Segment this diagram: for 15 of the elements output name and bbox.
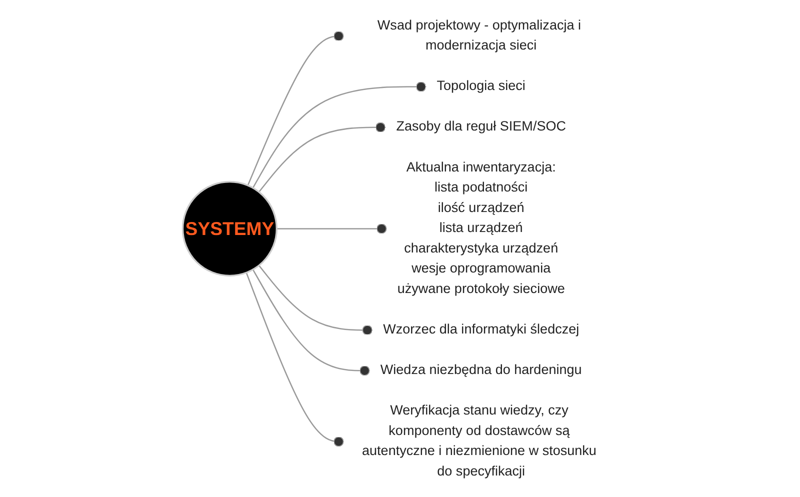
connector — [258, 264, 373, 335]
connector — [252, 268, 370, 376]
node-text: Wiedza niezbędna do hardeningu — [380, 362, 582, 377]
node-text: Wsad projektowy - optymalizacja i modernizacja sieci — [377, 18, 581, 52]
node-circle: SYSTEMY — [182, 180, 278, 276]
connector — [276, 223, 387, 234]
node-text: Topologia sieci — [436, 78, 526, 94]
node-text: Aktualna inwentaryzacja: lista podatności ilość urządzeń lista urządzeń charakterystyka urządzeń wesje oprogramowania używane protokoły sieciowe — [396, 160, 565, 296]
connector — [246, 30, 344, 186]
node-text: Weryfikacja stanu wiedzy, czy komponenty od dostawców są autentyczne i niezmienione w stosunku do specyfikacji — [362, 403, 596, 478]
connector — [245, 272, 344, 446]
connector — [252, 81, 426, 188]
node-text: Zasoby dla reguł SIEM/SOC — [396, 119, 566, 134]
connector — [258, 122, 386, 192]
node-text: Wzorzec dla informatyki śledczej — [382, 322, 579, 336]
